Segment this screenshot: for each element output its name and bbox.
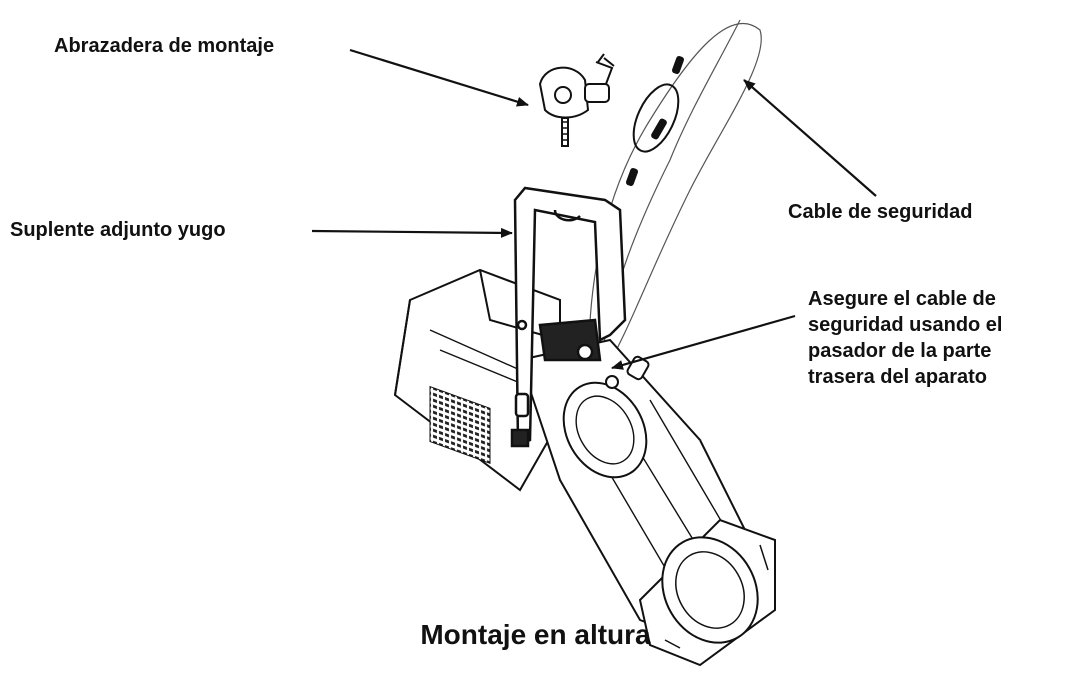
fixture-barrel: [518, 338, 762, 652]
yoke-arrow: [311, 227, 513, 238]
safety-cable-carabiner: [632, 83, 680, 153]
pin-arrow: [611, 314, 796, 370]
mounting-clamp: [538, 53, 615, 147]
secure-cable-note-line: pasador de la parte: [808, 340, 992, 362]
safety-cable-label: Cable de seguridad: [788, 201, 973, 223]
vent-grille: [429, 385, 491, 465]
safety-cable-sleeves: [626, 56, 684, 186]
secure-cable-note: Asegure el cable de seguridad usando el …: [808, 286, 1002, 390]
hanging-yoke: [510, 186, 627, 448]
mounting-clamp-label: Abrazadera de montaje: [54, 35, 275, 57]
pointer-arrows: [311, 48, 877, 370]
cable-arrow: [743, 79, 877, 197]
lens-end: [638, 518, 776, 667]
secure-cable-note-line: trasera del aparato: [808, 366, 987, 388]
yoke-label: Suplente adjunto yugo: [10, 219, 226, 241]
clamp-arrow: [349, 48, 529, 107]
secure-cable-note-line: seguridad usando el: [808, 314, 1003, 336]
secure-cable-note-line: Asegure el cable de: [808, 288, 996, 310]
diagram-caption: Montaje en altura: [420, 619, 651, 650]
